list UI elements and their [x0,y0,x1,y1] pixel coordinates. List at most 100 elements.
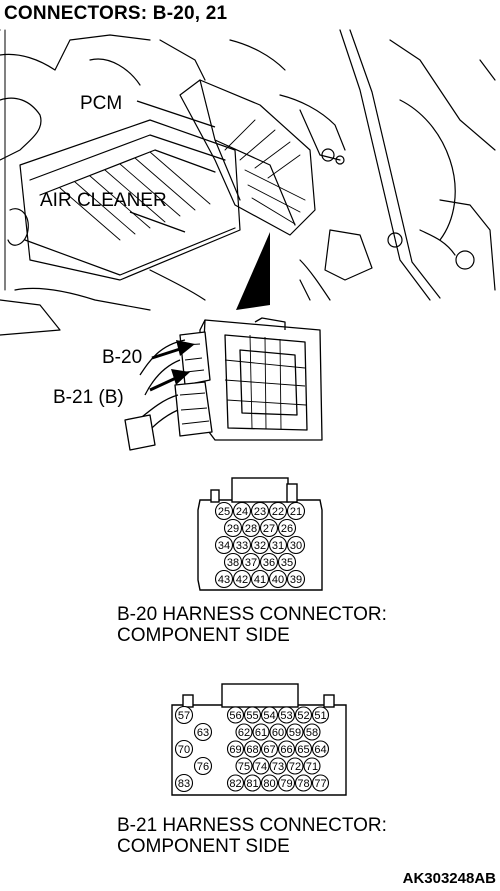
label-b20: B-20 [102,347,143,368]
b20-pin-28: 28 [241,518,261,538]
pin-number: 35 [281,557,293,569]
b21-pin-70: 70 [174,739,194,759]
b21-pin-78: 78 [294,774,313,792]
pin-number: 43 [218,574,230,586]
pin-number: 64 [314,744,326,756]
b20-pin-39: 39 [286,569,306,589]
pin-number: 59 [289,727,301,739]
b20-pin-21: 21 [286,501,306,521]
pin-number: 72 [289,761,301,773]
pcm-connector-detail [124,317,323,451]
b20-pin-24: 24 [232,501,252,521]
pin-number: 30 [290,540,302,552]
b20-pin-38: 38 [223,552,243,572]
pin-number: 21 [290,506,302,518]
pin-number: 31 [272,540,284,552]
pin-number: 79 [280,778,292,790]
pin-number: 29 [227,523,239,535]
pin-number: 62 [238,727,250,739]
b21-pin-82: 82 [226,774,245,792]
document-id: AK303248AB [402,870,496,887]
b21-pin-83: 83 [174,773,194,793]
pin-number: 82 [229,778,241,790]
pin-number: 52 [297,710,309,722]
pin-number: 54 [263,710,275,722]
b20-pin-42: 42 [232,569,252,589]
b21-pin-76: 76 [193,756,213,776]
b20-pin-25: 25 [214,501,234,521]
pin-number: 70 [178,744,190,756]
b21-pin-65: 65 [294,740,313,758]
diagram-title: CONNECTORS: B-20, 21 [4,3,228,24]
pin-number: 51 [314,710,326,722]
label-air-cleaner: AIR CLEANER [40,190,167,211]
pin-number: 71 [306,761,318,773]
pin-number: 77 [314,778,326,790]
b21-pin-62: 62 [235,723,253,741]
b21-pin-80: 80 [260,774,279,792]
pin-number: 76 [197,761,209,773]
pin-number: 58 [306,727,318,739]
b21-pin-67: 67 [260,740,279,758]
b20-pin-37: 37 [241,552,261,572]
pin-number: 73 [272,761,284,773]
pin-number: 55 [246,710,258,722]
b20-pin-29: 29 [223,518,243,538]
pin-number: 26 [281,523,293,535]
b21-pin-59: 59 [286,723,304,741]
pin-number: 37 [245,557,257,569]
b21-pin-74: 74 [252,757,270,775]
b21-pin-81: 81 [243,774,262,792]
b20-pin-32: 32 [250,535,270,555]
b21-pin-52: 52 [294,706,313,724]
pin-number: 40 [272,574,284,586]
b20-pin-23: 23 [250,501,270,521]
b21-pin-60: 60 [269,723,287,741]
pin-number: 65 [297,744,309,756]
b20-caption: B-20 HARNESS CONNECTOR: COMPONENT SIDE [117,604,387,646]
pin-number: 25 [218,506,230,518]
b21-pin-57: 57 [174,705,194,725]
b21-pin-72: 72 [286,757,304,775]
b20-pin-22: 22 [268,501,288,521]
b21-pin-71: 71 [303,757,321,775]
pin-number: 68 [246,744,258,756]
pointer-wedge [236,232,270,310]
b21-pin-55: 55 [243,706,262,724]
b20-pin-34: 34 [214,535,234,555]
pin-number: 81 [246,778,258,790]
pin-number: 63 [197,727,209,739]
pin-number: 32 [254,540,266,552]
b21-pin-77: 77 [311,774,330,792]
b20-pin-35: 35 [277,552,297,572]
pin-number: 53 [280,710,292,722]
pin-number: 67 [263,744,275,756]
pin-number: 83 [178,778,190,790]
b21-pin-53: 53 [277,706,296,724]
b20-pin-27: 27 [259,518,279,538]
pin-number: 80 [263,778,275,790]
label-b21: B-21 (B) [53,387,124,408]
pin-number: 24 [236,506,248,518]
b21-caption: B-21 HARNESS CONNECTOR: COMPONENT SIDE [117,815,387,857]
b21-pin-69: 69 [226,740,245,758]
b20-pin-30: 30 [286,535,306,555]
pin-number: 27 [263,523,275,535]
b21-pin-61: 61 [252,723,270,741]
pin-number: 60 [272,727,284,739]
pin-number: 41 [254,574,266,586]
b21-pin-56: 56 [226,706,245,724]
b21-pin-79: 79 [277,774,296,792]
pin-number: 69 [229,744,241,756]
b21-pin-75: 75 [235,757,253,775]
pin-number: 34 [218,540,230,552]
b20-pin-31: 31 [268,535,288,555]
pin-number: 36 [263,557,275,569]
pin-number: 75 [238,761,250,773]
pin-number: 39 [290,574,302,586]
pin-number: 38 [227,557,239,569]
b21-pin-51: 51 [311,706,330,724]
pin-number: 23 [254,506,266,518]
